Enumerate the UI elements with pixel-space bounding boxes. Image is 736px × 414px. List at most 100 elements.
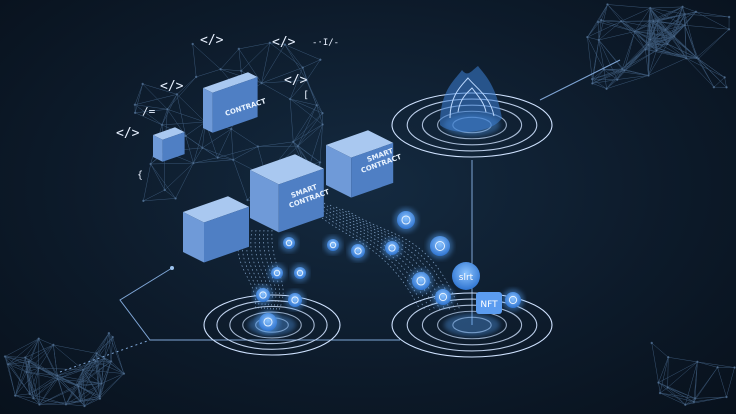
mesh-line bbox=[660, 392, 696, 399]
mesh-line bbox=[621, 21, 651, 40]
mesh-line bbox=[587, 21, 622, 38]
mesh-line bbox=[185, 121, 206, 137]
mesh-node bbox=[591, 82, 594, 85]
mesh-line bbox=[28, 344, 54, 362]
mesh-node bbox=[666, 42, 669, 46]
mesh-line bbox=[671, 6, 683, 38]
mesh-line bbox=[667, 43, 687, 59]
mesh-line bbox=[682, 6, 696, 13]
mesh-line bbox=[192, 44, 197, 77]
mesh-line bbox=[606, 75, 649, 89]
mesh-line bbox=[598, 39, 605, 70]
mesh-node bbox=[650, 341, 654, 345]
mesh-line bbox=[653, 20, 685, 26]
mesh-line bbox=[38, 338, 58, 376]
mesh-line bbox=[648, 29, 666, 45]
code-glyph: { bbox=[137, 170, 143, 181]
mesh-node bbox=[14, 394, 17, 397]
mesh-line bbox=[83, 369, 124, 374]
mesh-line bbox=[717, 367, 727, 398]
mesh-node bbox=[733, 366, 736, 369]
mesh-line bbox=[645, 49, 649, 76]
mesh-line bbox=[7, 364, 16, 396]
mesh-line bbox=[78, 383, 102, 387]
mesh-node bbox=[301, 66, 305, 69]
mesh-line bbox=[686, 58, 715, 88]
mesh-node bbox=[3, 355, 7, 358]
mesh-line bbox=[693, 367, 718, 402]
mesh-line bbox=[176, 94, 186, 136]
mesh-line bbox=[161, 121, 206, 126]
mesh-node bbox=[619, 20, 623, 23]
mesh-line bbox=[110, 337, 113, 362]
mesh-line bbox=[592, 69, 605, 80]
mesh-line bbox=[193, 122, 206, 164]
mesh-line bbox=[650, 7, 666, 30]
mesh-line bbox=[96, 353, 100, 397]
token-coin-icon bbox=[432, 286, 454, 308]
mesh-line bbox=[38, 368, 40, 405]
mesh-node bbox=[597, 38, 601, 42]
mesh-node bbox=[216, 156, 219, 159]
flow-line bbox=[341, 208, 456, 311]
mesh-line bbox=[684, 13, 730, 18]
cube-front bbox=[162, 132, 185, 162]
mesh-line bbox=[668, 357, 698, 363]
mesh-line bbox=[217, 146, 258, 158]
mesh-line bbox=[196, 69, 221, 78]
mesh-line bbox=[15, 395, 34, 399]
mesh-line bbox=[57, 360, 96, 376]
mesh-node bbox=[191, 42, 194, 46]
mesh-line bbox=[686, 57, 697, 59]
mesh-line bbox=[230, 128, 234, 160]
ring bbox=[421, 304, 523, 346]
mesh-line bbox=[667, 357, 669, 388]
mesh-line bbox=[241, 42, 271, 72]
mesh-line bbox=[645, 35, 675, 50]
mesh-line bbox=[82, 360, 96, 371]
gear-coin-icon bbox=[253, 285, 273, 305]
mesh-line bbox=[217, 128, 232, 158]
mesh-line bbox=[293, 112, 323, 143]
mesh-line bbox=[624, 50, 657, 71]
mesh-line bbox=[26, 372, 34, 399]
cube-top bbox=[326, 130, 394, 158]
mesh-line bbox=[653, 6, 683, 22]
nft-label: NFT bbox=[480, 300, 498, 310]
mesh-node bbox=[229, 127, 233, 131]
mesh-node bbox=[81, 368, 85, 372]
mesh-line bbox=[5, 356, 26, 358]
mesh-line bbox=[598, 20, 602, 41]
mesh-line bbox=[78, 386, 81, 401]
mesh-node bbox=[649, 38, 652, 41]
mesh-line bbox=[167, 109, 206, 123]
mesh-line bbox=[101, 361, 112, 384]
mesh-line bbox=[665, 11, 697, 30]
cube-left bbox=[250, 170, 279, 233]
mesh-line bbox=[598, 31, 635, 41]
mesh-line bbox=[290, 98, 317, 106]
mesh-line bbox=[33, 375, 58, 399]
mesh-line bbox=[290, 98, 323, 114]
mesh-line bbox=[293, 105, 317, 142]
mesh-line bbox=[603, 68, 623, 70]
hologram-shape bbox=[440, 66, 502, 132]
mesh-line bbox=[269, 42, 303, 68]
mesh-line bbox=[15, 393, 30, 396]
mesh-node bbox=[716, 366, 719, 369]
mesh-line bbox=[587, 36, 599, 41]
mesh-node bbox=[149, 162, 152, 166]
gear-coin-icon bbox=[285, 290, 305, 310]
mesh-line bbox=[650, 7, 685, 15]
cube-left bbox=[326, 145, 352, 198]
mesh-line bbox=[261, 80, 307, 84]
mesh-node bbox=[32, 396, 35, 400]
mesh-line bbox=[658, 382, 661, 394]
mesh-line bbox=[112, 337, 125, 374]
mesh-node bbox=[95, 352, 98, 355]
mesh-line bbox=[606, 70, 625, 89]
mesh-line bbox=[26, 361, 29, 373]
mesh-line bbox=[143, 189, 165, 202]
mesh-line bbox=[696, 57, 715, 88]
